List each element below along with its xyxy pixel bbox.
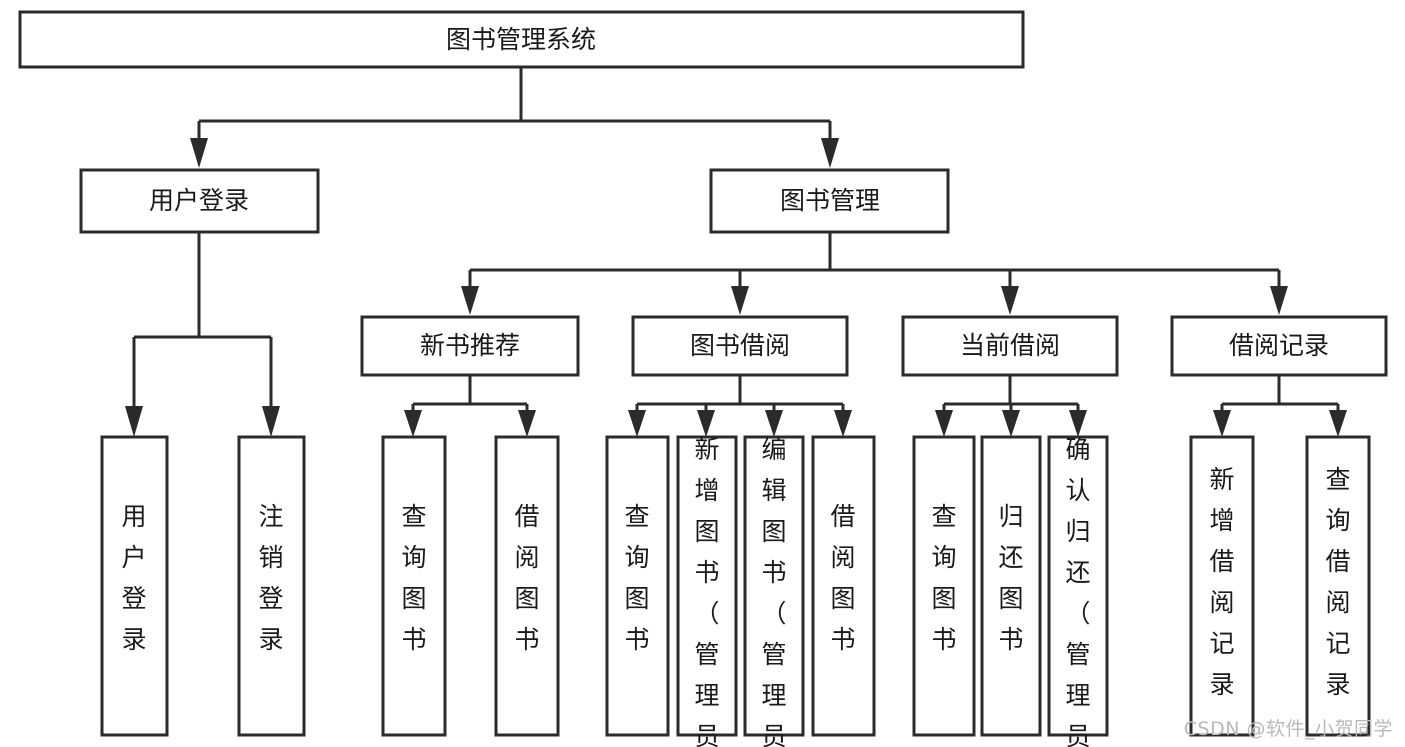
leaf-confirm-return-admin[interactable]: 确认归还（管理员） bbox=[1047, 435, 1109, 747]
connector-new-book-to-leaves bbox=[404, 375, 536, 437]
leaf-borrow-book-2-label: 借阅图书 bbox=[830, 502, 855, 654]
leaf-logout[interactable]: 注销登录 bbox=[237, 435, 306, 737]
arrow-head-icon bbox=[697, 410, 715, 437]
leaf-user-login-label: 用户登录 bbox=[121, 502, 146, 654]
leaf-query-book-3-label: 查询图书 bbox=[931, 502, 956, 654]
arrow-head-icon bbox=[190, 138, 208, 168]
node-current-borrow-label: 当前借阅 bbox=[960, 331, 1060, 360]
leaf-edit-book-admin[interactable]: 编辑图书（管理员） bbox=[743, 435, 805, 747]
leaf-return-book-label: 归还图书 bbox=[998, 502, 1023, 654]
connector-root-to-level2 bbox=[190, 67, 839, 168]
node-borrow-record[interactable]: 借阅记录 bbox=[1170, 315, 1388, 377]
connector-book-management-to-level3 bbox=[461, 232, 1288, 315]
node-book-borrow-label: 图书借阅 bbox=[690, 331, 790, 360]
leaf-return-book[interactable]: 归还图书 bbox=[980, 435, 1042, 737]
leaf-query-borrow-record[interactable]: 查询借阅记录 bbox=[1305, 435, 1371, 737]
arrow-head-icon bbox=[1270, 286, 1288, 315]
leaf-query-book-3[interactable]: 查询图书 bbox=[912, 435, 976, 737]
arrow-head-icon bbox=[834, 410, 852, 437]
node-book-management-label: 图书管理 bbox=[780, 186, 880, 215]
arrow-head-icon bbox=[1002, 410, 1020, 437]
arrow-head-icon bbox=[1329, 410, 1347, 437]
node-book-management[interactable]: 图书管理 bbox=[709, 168, 950, 234]
leaf-query-book-1[interactable]: 查询图书 bbox=[381, 435, 447, 737]
leaf-query-borrow-record-label: 查询借阅记录 bbox=[1325, 465, 1350, 699]
leaf-add-book-admin[interactable]: 新增图书（管理员） bbox=[676, 435, 738, 747]
leaf-borrow-book-1[interactable]: 借阅图书 bbox=[494, 435, 560, 737]
node-user-login[interactable]: 用户登录 bbox=[79, 168, 320, 234]
arrow-head-icon bbox=[404, 410, 422, 437]
leaf-borrow-book-2[interactable]: 借阅图书 bbox=[811, 435, 876, 737]
leaf-add-borrow-record-label: 新增借阅记录 bbox=[1209, 465, 1234, 699]
node-new-book-recommend-label: 新书推荐 bbox=[420, 331, 520, 360]
arrow-head-icon bbox=[935, 410, 953, 437]
leaf-query-book-2-label: 查询图书 bbox=[624, 502, 649, 654]
arrow-head-icon bbox=[821, 138, 839, 168]
connector-book-borrow-to-leaves bbox=[628, 375, 852, 437]
arrow-head-icon bbox=[1001, 286, 1019, 315]
node-book-borrow[interactable]: 图书借阅 bbox=[631, 315, 849, 377]
root-node[interactable]: 图书管理系统 bbox=[18, 10, 1025, 69]
leaf-user-login[interactable]: 用户登录 bbox=[100, 435, 169, 737]
leaf-logout-label: 注销登录 bbox=[258, 502, 283, 654]
root-node-label: 图书管理系统 bbox=[446, 25, 596, 54]
arrow-head-icon bbox=[1069, 410, 1087, 437]
connector-borrow-record-to-leaves bbox=[1213, 375, 1347, 437]
leaf-confirm-return-admin-label: 确认归还（管理员） bbox=[1065, 435, 1090, 747]
node-borrow-record-label: 借阅记录 bbox=[1229, 331, 1329, 360]
node-new-book-recommend[interactable]: 新书推荐 bbox=[360, 315, 580, 377]
leaf-edit-book-admin-label: 编辑图书（管理员） bbox=[761, 435, 786, 747]
arrow-head-icon bbox=[765, 410, 783, 437]
node-current-borrow[interactable]: 当前借阅 bbox=[901, 315, 1119, 377]
arrow-head-icon bbox=[628, 410, 646, 437]
arrow-head-icon bbox=[125, 406, 143, 437]
leaf-query-book-2[interactable]: 查询图书 bbox=[605, 435, 670, 737]
arrow-head-icon bbox=[1213, 410, 1231, 437]
connector-current-borrow-to-leaves bbox=[935, 375, 1087, 437]
arrow-head-icon bbox=[731, 286, 749, 315]
arrow-head-icon bbox=[262, 406, 280, 437]
leaf-borrow-book-1-label: 借阅图书 bbox=[514, 502, 539, 654]
arrow-head-icon bbox=[518, 410, 536, 437]
leaf-query-book-1-label: 查询图书 bbox=[401, 502, 426, 654]
leaf-add-book-admin-label: 新增图书（管理员） bbox=[694, 435, 719, 747]
arrow-head-icon bbox=[461, 286, 479, 315]
node-user-login-label: 用户登录 bbox=[149, 186, 249, 215]
leaf-add-borrow-record[interactable]: 新增借阅记录 bbox=[1189, 435, 1255, 737]
connector-user-login-to-leaves bbox=[125, 232, 280, 437]
